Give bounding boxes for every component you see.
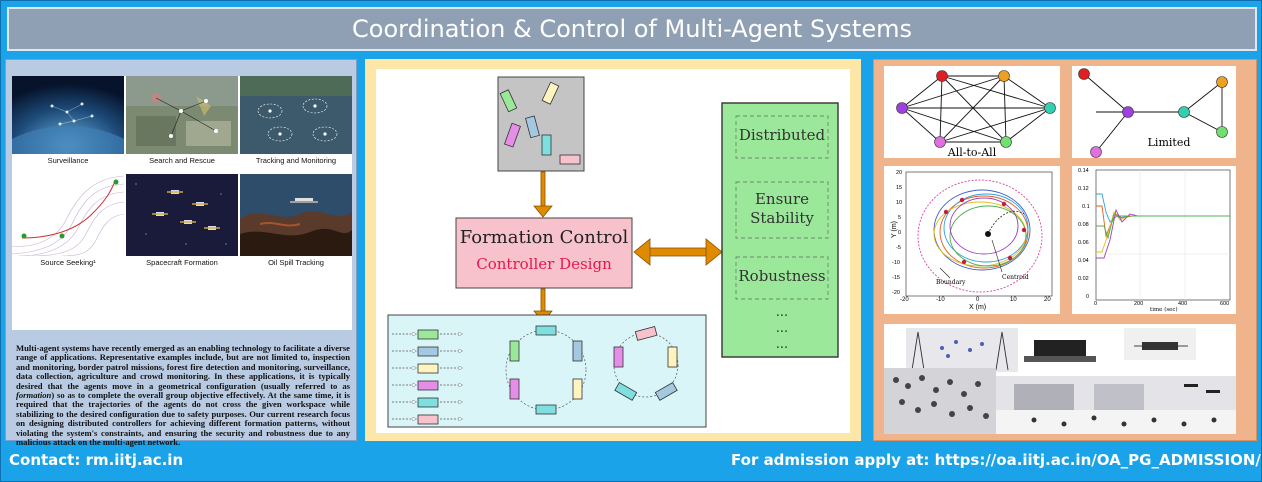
control-diagram: Formation Control Controller Design Dist… [376, 69, 850, 433]
robot-testbed-photos [884, 324, 1236, 434]
agents-box [497, 76, 585, 172]
line-formation [392, 329, 462, 425]
boundary-annotation: Boundary [936, 279, 966, 286]
app-tile-spacecraft: Spacecraft Formation [126, 174, 238, 270]
trajectory-ytick: -20 [892, 290, 900, 296]
app-label: Oil Spill Tracking [268, 258, 324, 267]
spacecraft-image [126, 174, 238, 256]
applications-grid: Surveillance Search and Rescue [12, 76, 352, 330]
description-text: Multi-agent systems have recently emerge… [16, 343, 350, 448]
circle-formation-1 [505, 325, 587, 415]
trajectory-ylabel: Y (m) [890, 221, 898, 238]
all-to-all-label: All-to-All [947, 146, 997, 159]
response-ytick: 0.12 [1078, 186, 1089, 192]
response-plot: 0.14 0.12 0.1 0.08 0.06 0.04 0.02 0 0 20… [1072, 166, 1236, 314]
app-label: Tracking and Monitoring [255, 156, 337, 165]
source-seeking-image [12, 174, 124, 256]
trajectory-xtick: 10 [1010, 297, 1017, 303]
description-part-2: ) so as to complete the overall group ob… [16, 390, 350, 448]
app-label: Search and Rescue [149, 156, 215, 165]
trajectory-ytick: -5 [896, 245, 901, 251]
double-arrow [633, 238, 723, 266]
poster-title: Coordination & Control of Multi-Agent Sy… [352, 15, 912, 43]
app-tile-surveillance: Surveillance [12, 76, 124, 170]
trajectory-xtick: 0 [976, 297, 980, 303]
property-distributed: Distributed [738, 126, 826, 144]
trajectory-ytick: 10 [896, 200, 903, 206]
app-tile-search-rescue: Search and Rescue [126, 76, 238, 170]
app-tile-source-seeking: Source Seeking¹ [12, 174, 124, 270]
description-part-1: Multi-agent systems have recently emerge… [16, 343, 350, 391]
results-panel: All-to-All Limited [873, 59, 1257, 441]
trajectory-ytick: 20 [896, 170, 903, 176]
formation-control-box [455, 217, 633, 289]
search-rescue-image [126, 76, 238, 154]
response-ytick: 0.1 [1082, 204, 1090, 210]
formation-control-label: Formation Control [459, 227, 629, 248]
response-ytick: 0 [1086, 294, 1090, 300]
contact-text: Contact: rm.iitj.ac.in [9, 451, 184, 469]
circle-formation-2 [613, 326, 679, 401]
response-ytick: 0.08 [1078, 222, 1089, 228]
limited-label: Limited [1147, 136, 1191, 149]
title-bar: Coordination & Control of Multi-Agent Sy… [7, 7, 1257, 51]
ellipsis-1: ... [775, 305, 789, 320]
response-xlabel: time (sec) [1150, 307, 1178, 313]
trajectory-ytick: -10 [892, 260, 900, 266]
trajectory-ytick: 15 [896, 185, 903, 191]
centroid-annotation: Centroid [1002, 274, 1029, 281]
response-ytick: 0.04 [1078, 258, 1089, 264]
ellipsis-2: ... [775, 321, 789, 336]
oil-spill-image [240, 174, 352, 256]
trajectory-ytick: 5 [898, 215, 902, 221]
property-stability: Ensure Stability [750, 190, 814, 227]
response-xtick: 0 [1094, 301, 1098, 307]
tracking-image [240, 76, 352, 154]
app-label: Surveillance [47, 156, 89, 165]
app-label: Source Seeking¹ [40, 258, 96, 267]
ellipsis-3: ... [775, 337, 789, 352]
response-ytick: 0.02 [1078, 276, 1089, 282]
property-robustness: Robustness [738, 267, 826, 285]
admission-text: For admission apply at: https://oa.iitj.… [731, 451, 1261, 469]
trajectory-xtick: -10 [936, 297, 945, 303]
surveillance-image [12, 76, 124, 154]
controller-design-label: Controller Design [476, 255, 612, 273]
arrow-down-1 [533, 171, 553, 218]
response-xtick: 200 [1134, 301, 1144, 307]
trajectory-ytick: 0 [898, 230, 902, 236]
control-diagram-panel: Formation Control Controller Design Dist… [365, 59, 861, 441]
all-to-all-graph: All-to-All [884, 66, 1060, 159]
trajectory-xlabel: X (m) [969, 304, 987, 311]
trajectory-xtick: -20 [900, 297, 909, 303]
limited-graph: Limited [1072, 66, 1236, 158]
app-tile-oil-spill: Oil Spill Tracking [240, 174, 352, 270]
response-xtick: 400 [1178, 301, 1188, 307]
properties-box [721, 102, 839, 358]
app-label: Spacecraft Formation [146, 258, 218, 267]
response-ytick: 0.14 [1078, 168, 1089, 174]
description-emphasis: formation [16, 390, 52, 401]
app-tile-tracking: Tracking and Monitoring [240, 76, 352, 170]
response-ytick: 0.06 [1078, 240, 1089, 246]
trajectory-xtick: 20 [1044, 297, 1051, 303]
trajectory-plot: Y (m) X (m) -20 -10 0 10 20 20 15 10 5 0… [884, 166, 1060, 314]
response-xtick: 600 [1220, 301, 1230, 307]
trajectory-ytick: -15 [892, 275, 900, 281]
applications-panel: Surveillance Search and Rescue [5, 59, 357, 447]
